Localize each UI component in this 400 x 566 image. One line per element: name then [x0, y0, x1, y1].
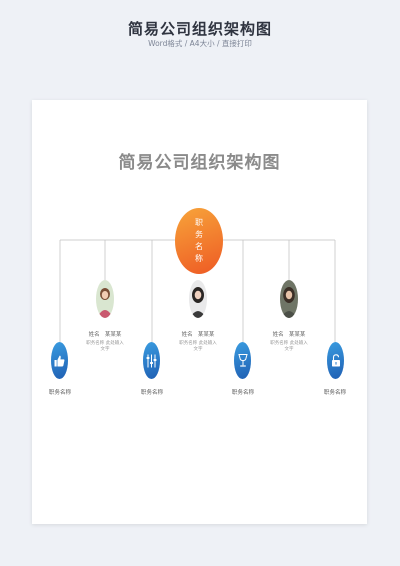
lock-icon — [331, 354, 340, 367]
page-title: 简易公司组织架构图 — [127, 20, 272, 38]
member-info: 姓名 某某某 职务名称 此处输入文字 — [168, 330, 228, 353]
position-label: 职务名称 — [48, 390, 71, 396]
member-info: 姓名 某某某 职务名称 此处输入文字 — [75, 330, 135, 353]
avatar — [189, 280, 207, 318]
avatar — [96, 280, 114, 318]
top-node-char: 务 — [195, 230, 203, 239]
avatar — [280, 280, 298, 318]
member-note: 职务名称 此处输入 — [270, 341, 308, 346]
sliders-icon — [146, 354, 157, 367]
member-note: 职务名称 此处输入 — [86, 341, 124, 346]
name-label: 姓名 — [88, 332, 100, 338]
document-page: 简易公司组织架构图 职 务 名 称 — [32, 100, 367, 524]
position-node[interactable] — [234, 342, 251, 379]
member-photo[interactable] — [280, 280, 298, 318]
member-photo[interactable] — [96, 280, 114, 318]
name-value: 某某某 — [104, 332, 122, 338]
page-subtitle: Word格式 / A4大小 / 直接打印 — [148, 39, 252, 48]
member-note: 文字 — [100, 347, 110, 352]
position-node[interactable] — [51, 342, 68, 379]
top-node-char: 职 — [195, 218, 203, 227]
thumbs-up-icon — [54, 355, 65, 366]
member-info: 姓名 某某某 职务名称 此处输入文字 — [259, 330, 319, 353]
position-node[interactable] — [143, 342, 160, 379]
member-note: 文字 — [284, 347, 294, 352]
member-note: 职务名称 此处输入 — [179, 341, 217, 346]
name-label: 姓名 — [181, 332, 193, 338]
position-label: 职务名称 — [231, 390, 254, 396]
member-photo[interactable] — [189, 280, 207, 318]
top-node-char: 称 — [195, 254, 203, 263]
name-label: 姓名 — [272, 332, 284, 338]
name-value: 某某某 — [197, 332, 215, 338]
name-value: 某某某 — [288, 332, 306, 338]
top-node-char: 名 — [195, 242, 203, 251]
top-position-node[interactable]: 职 务 名 称 — [175, 208, 223, 274]
position-label: 职务名称 — [323, 390, 346, 396]
member-note: 文字 — [193, 347, 203, 352]
position-node[interactable] — [327, 342, 344, 379]
position-label: 职务名称 — [140, 390, 163, 396]
goblet-icon — [237, 354, 248, 367]
document-title: 简易公司组织架构图 — [118, 153, 281, 173]
connector-lines — [59, 239, 336, 342]
